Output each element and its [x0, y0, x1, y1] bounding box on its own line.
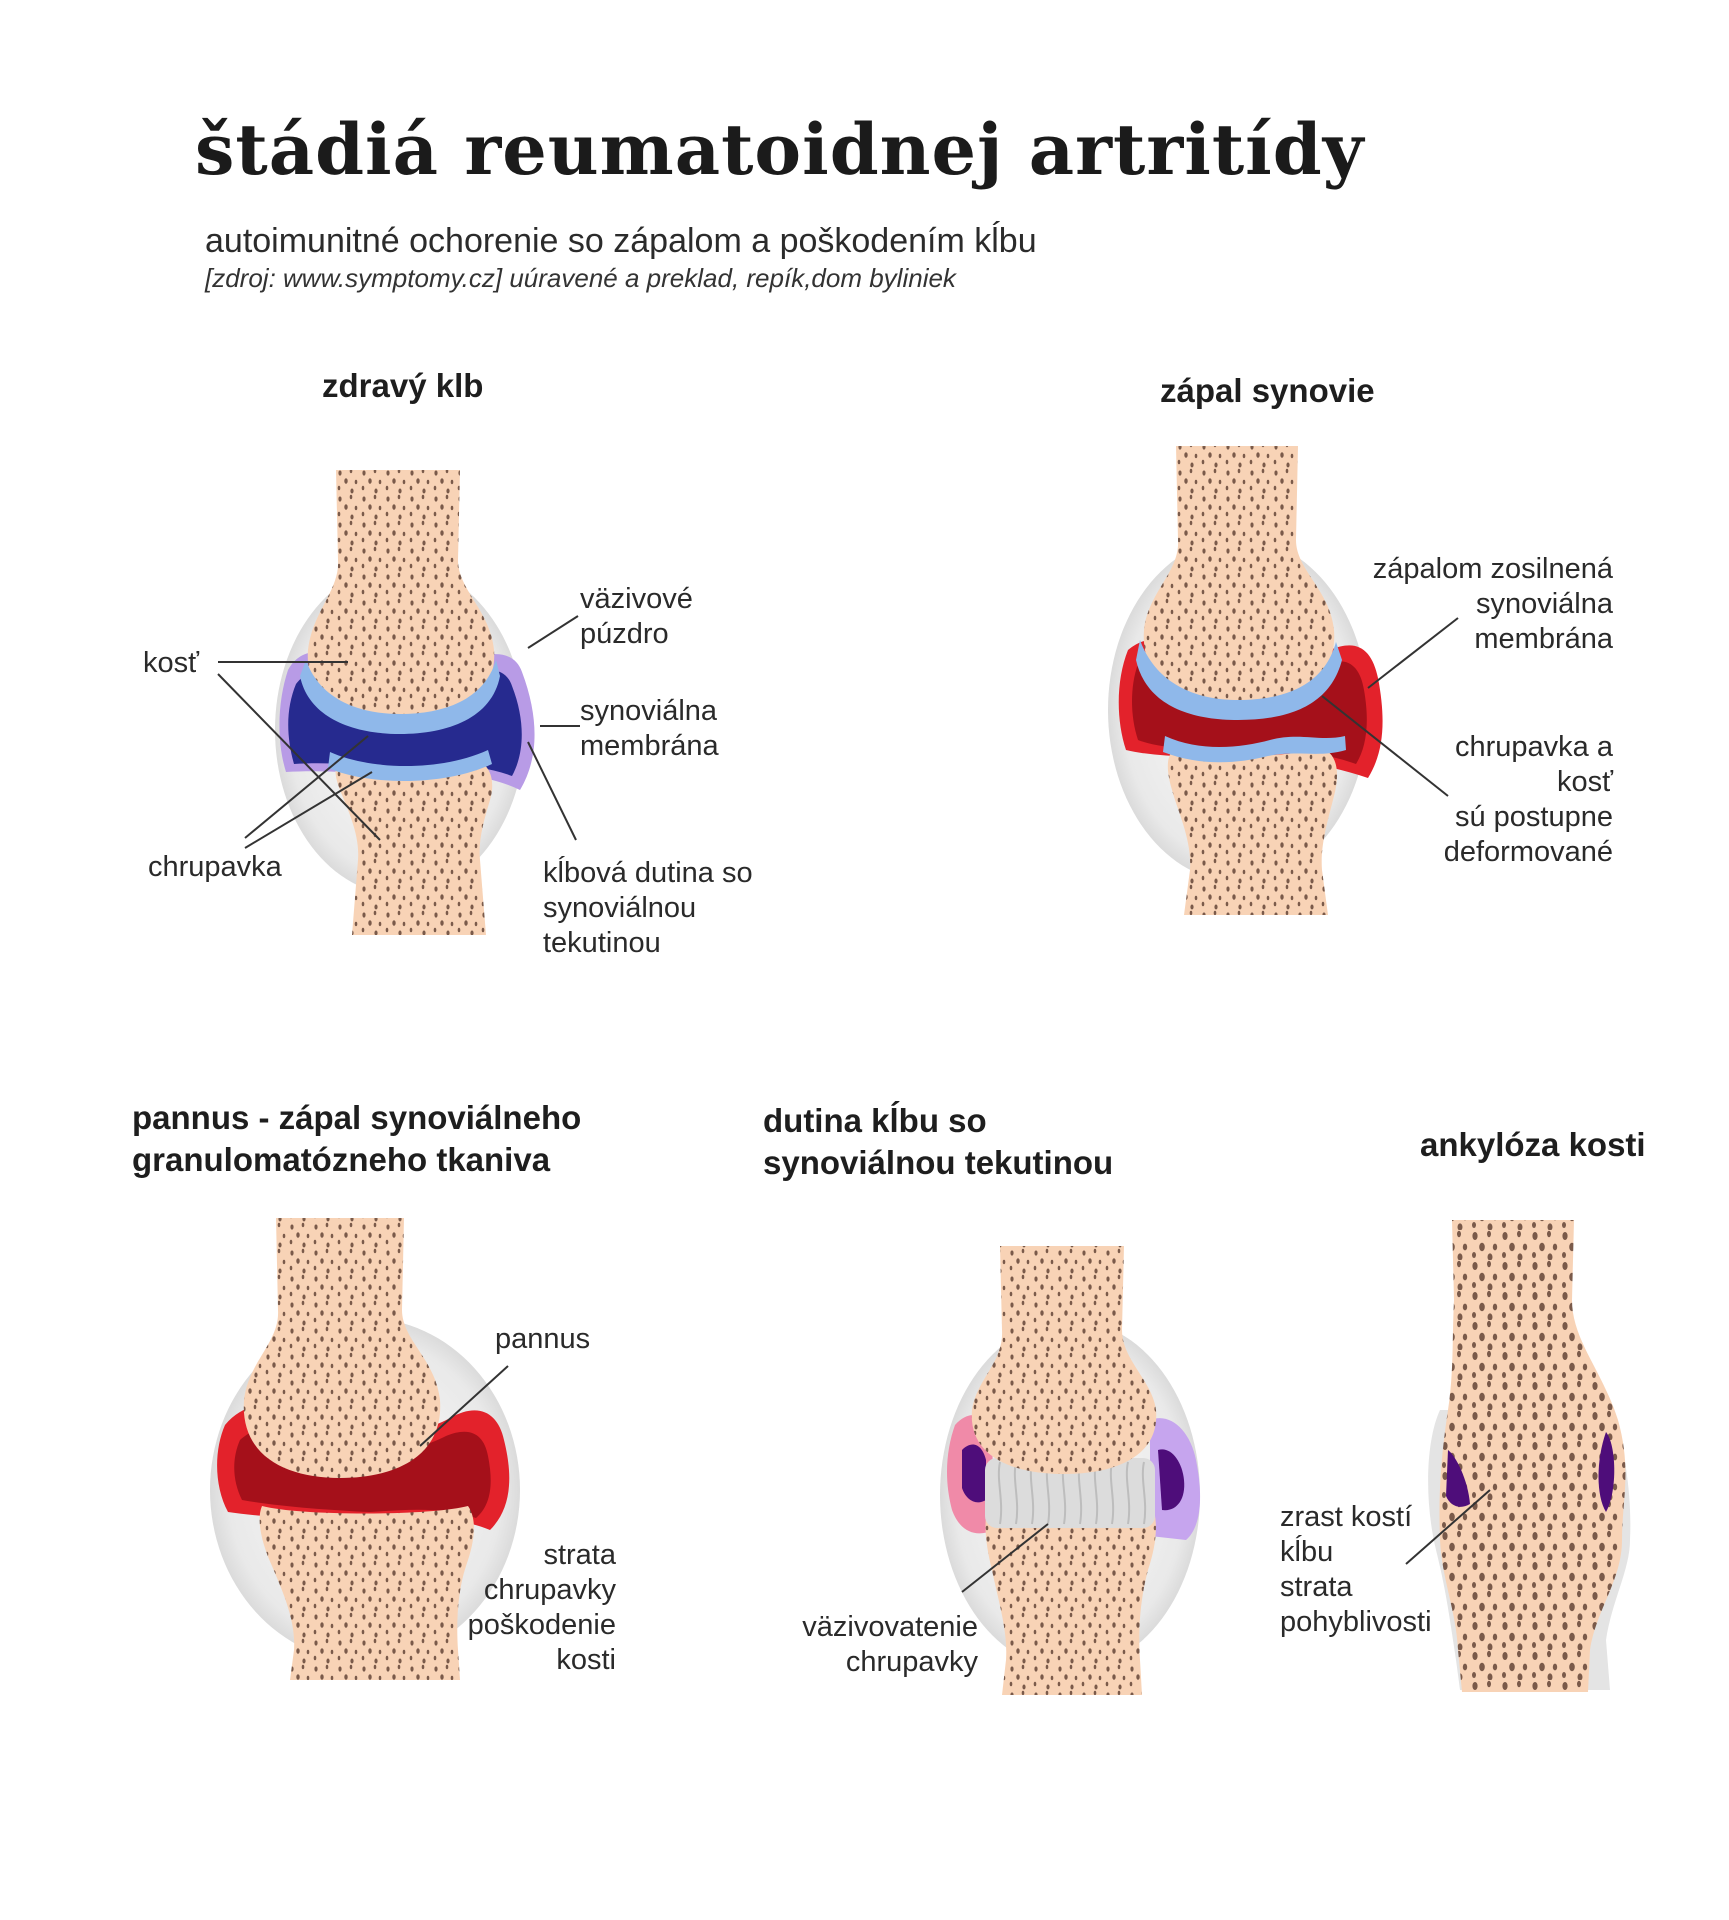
- label-ankylosis-4: pohyblivosti: [1280, 1605, 1432, 1640]
- label-capsule-1: väzivové: [580, 582, 693, 617]
- label-deform-3: sú postupne: [1300, 800, 1613, 835]
- label-loss-3: poškodenie: [380, 1608, 616, 1643]
- healthy-joint: [275, 470, 535, 935]
- label-loss-2: chrupavky: [380, 1573, 616, 1608]
- label-ankylosis-2: kĺbu: [1280, 1535, 1333, 1570]
- label-loss-1: strata: [380, 1538, 616, 1573]
- ankylosis-joint: [1428, 1220, 1630, 1692]
- label-deform-2: kosť: [1300, 765, 1613, 800]
- pannus-upper-bone: [244, 1218, 440, 1478]
- label-capsule-2: púzdro: [580, 617, 669, 652]
- label-membrane-1: synoviálna: [580, 694, 717, 729]
- label-pannus: pannus: [495, 1322, 590, 1357]
- label-inflamed-2: synoviálna: [1300, 587, 1613, 622]
- fibrous-joint: [940, 1246, 1200, 1695]
- label-ankylosis-1: zrast kostí: [1280, 1500, 1412, 1535]
- label-cartilage: chrupavka: [148, 850, 282, 885]
- fibrous-lower-bone: [986, 1500, 1156, 1695]
- label-cavity-1: kĺbová dutina so: [543, 856, 753, 891]
- label-fibrous-1: väzivovatenie: [720, 1610, 978, 1645]
- label-inflamed-3: membrána: [1300, 622, 1613, 657]
- label-fibrous-2: chrupavky: [720, 1645, 978, 1680]
- label-loss-4: kosti: [380, 1643, 616, 1678]
- label-inflamed-1: zápalom zosilnená: [1300, 552, 1613, 587]
- label-bone: kosť: [143, 646, 199, 681]
- label-deform-4: deformované: [1300, 835, 1613, 870]
- fibrous-left-purple: [962, 1445, 986, 1503]
- label-ankylosis-3: strata: [1280, 1570, 1353, 1605]
- label-cavity-2: synoviálnou: [543, 891, 696, 926]
- healthy-upper-bone: [308, 470, 494, 722]
- fibrous-upper-bone: [972, 1246, 1157, 1474]
- label-deform-1: chrupavka a: [1300, 730, 1613, 765]
- ankylosis-fused-bone: [1439, 1220, 1625, 1692]
- label-membrane-2: membrána: [580, 729, 719, 764]
- healthy-lower-bone: [336, 760, 493, 935]
- label-cavity-3: tekutinou: [543, 926, 661, 961]
